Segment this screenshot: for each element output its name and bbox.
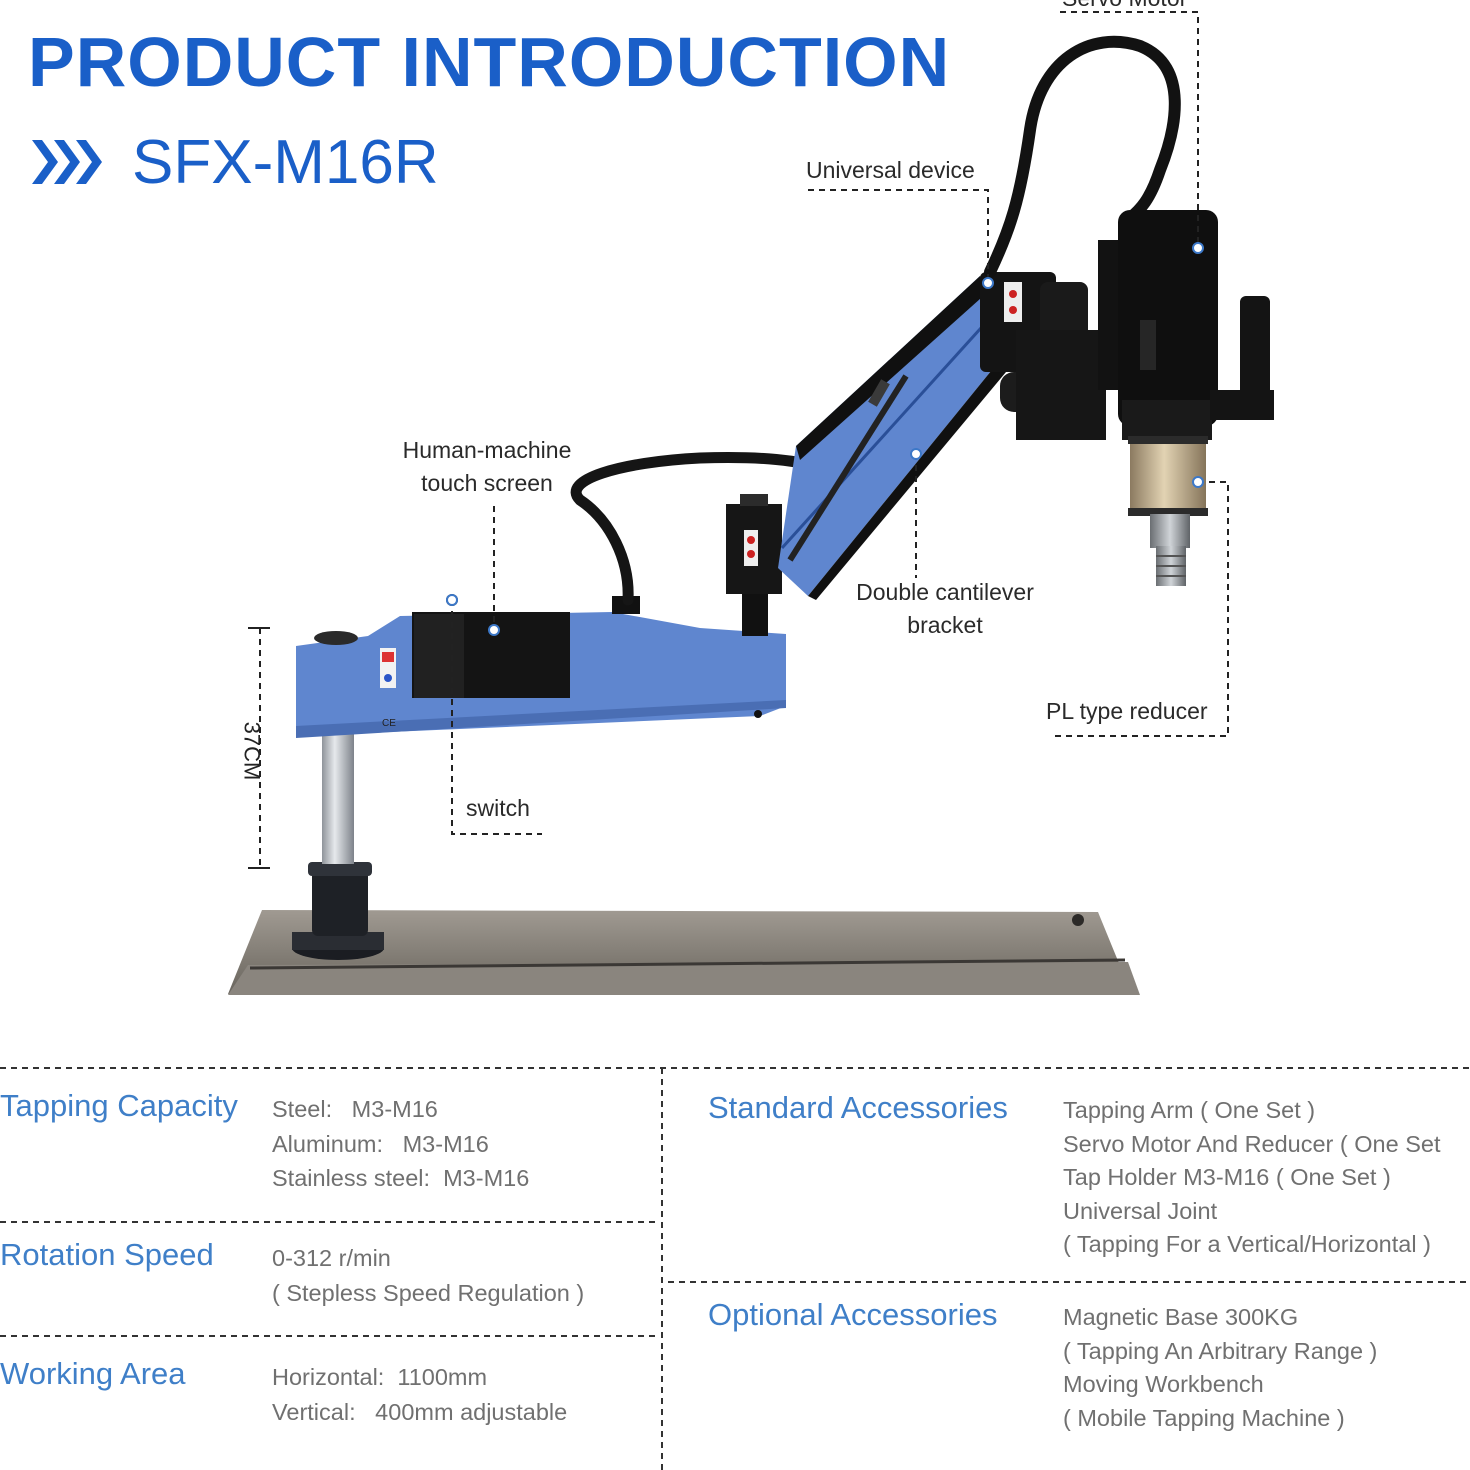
upper-joint [980, 272, 1106, 440]
cantilever-label: Double cantilever bracket [838, 576, 1052, 642]
column [322, 730, 354, 864]
spec-label: Rotation Speed [0, 1237, 214, 1272]
motor-cable [984, 35, 1181, 278]
accessory-item: Tapping Arm ( One Set ) [1063, 1097, 1316, 1123]
accessory-label: Optional Accessories [708, 1297, 998, 1332]
hmi-label: Human-machine touch screen [380, 434, 594, 500]
optional-accessories: Optional Accessories Magnetic Base 300KG… [708, 1297, 1470, 1447]
cantilever-label-line2: bracket [907, 612, 983, 638]
control-box: CE [296, 594, 786, 738]
accessory-item: ( Tapping An Arbitrary Range ) [1063, 1337, 1378, 1364]
spec-label: Working Area [0, 1356, 186, 1391]
accessory-item: ( Mobile Tapping Machine ) [1063, 1404, 1345, 1431]
product-illustration: CE [228, 11, 1274, 995]
switch-label: switch [466, 795, 530, 821]
servo-motor [1098, 210, 1274, 586]
spec-value: ( Stepless Speed Regulation ) [272, 1279, 585, 1306]
spec-value: Stainless steel: M3-M16 [272, 1165, 530, 1191]
callout-leaders [259, 11, 1229, 868]
dimension-ticks [248, 627, 270, 869]
spec-value: Horizontal: 1100mm [272, 1364, 488, 1390]
page-title: PRODUCT INTRODUCTION [28, 23, 951, 101]
accessory-item: Servo Motor And Reducer ( One Set [1063, 1130, 1441, 1157]
accessory-item: Magnetic Base 300KG [1063, 1304, 1299, 1330]
column-base [292, 862, 384, 960]
accessory-item: ( Tapping For a Vertical/Horizontal ) [1063, 1231, 1431, 1257]
spec-table-grid [0, 1067, 1470, 1470]
svg-text:CE: CE [382, 718, 396, 729]
accessory-values: Magnetic Base 300KG ( Tapping An Arbitra… [1063, 1301, 1377, 1435]
lower-joint [726, 494, 782, 636]
model-name: SFX-M16R [132, 128, 439, 197]
servo-motor-label: Servo Motor [1062, 0, 1187, 15]
spec-label: Tapping Capacity [0, 1088, 238, 1123]
spec-value: Steel: M3-M16 [272, 1096, 438, 1122]
spec-value: 0-312 r/min [272, 1245, 391, 1271]
pl-reducer-label: PL type reducer [1046, 698, 1208, 724]
spec-values: Steel: M3-M16 Aluminum: M3-M16 Stainless… [272, 1092, 529, 1196]
spec-values: Horizontal: 1100mm Vertical: 400mm adjus… [272, 1360, 567, 1429]
height-dimension-label: 37CM [239, 721, 265, 781]
spec-values: 0-312 r/min ( Stepless Speed Regulation … [272, 1241, 584, 1310]
callout-dots [446, 242, 1204, 636]
cantilever-label-line1: Double cantilever [856, 579, 1034, 605]
accessory-item: Moving Workbench [1063, 1371, 1264, 1397]
accessory-label: Standard Accessories [708, 1090, 1008, 1125]
accessory-item: Universal Joint [1063, 1197, 1218, 1224]
cantilever-arm [778, 276, 1006, 600]
accessory-item: Tap Holder M3-M16 ( One Set ) [1063, 1164, 1391, 1190]
spec-value: Vertical: 400mm adjustable [272, 1398, 568, 1425]
lower-cable [570, 452, 836, 606]
work-table [228, 910, 1140, 995]
hmi-label-line2: touch screen [421, 470, 553, 496]
hmi-label-line1: Human-machine [402, 437, 572, 463]
triple-chevron-icon [32, 140, 102, 184]
standard-accessories: Standard Accessories Tapping Arm ( One S… [708, 1090, 1470, 1270]
universal-device-label: Universal device [806, 157, 975, 183]
accessory-values: Tapping Arm ( One Set ) Servo Motor And … [1063, 1094, 1441, 1262]
spec-value: Aluminum: M3-M16 [272, 1130, 489, 1157]
